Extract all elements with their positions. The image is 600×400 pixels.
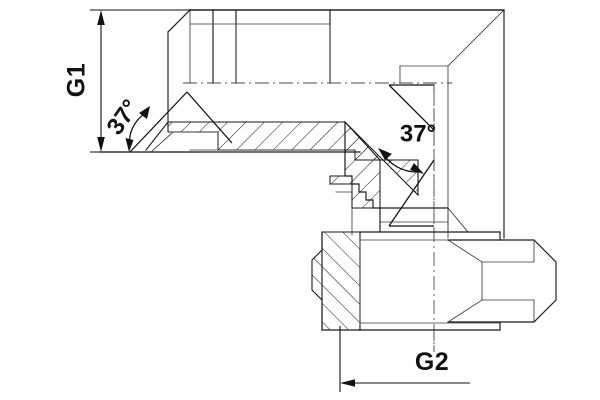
angle-left-leader-upper: [129, 91, 188, 153]
angle-right-arrow-left: [378, 148, 392, 160]
angle-right-leader-diagonal: [388, 84, 435, 131]
g1-arrow-top: [97, 10, 105, 25]
g2-arrow-left: [340, 379, 355, 387]
angle-left-label: 37°: [102, 95, 145, 140]
angle-left-arrow-bottom: [125, 138, 134, 152]
elbow-corner-outline: [329, 9, 505, 239]
angle-left-arrow-top: [139, 106, 150, 119]
vertical-wall-section-hatch: [311, 231, 361, 331]
vertical-port-body: [311, 120, 501, 331]
angle-right-label: 37°: [400, 120, 436, 147]
g2-dimension-group: G2: [339, 326, 470, 392]
g1-label: G1: [63, 63, 91, 97]
g1-arrow-bottom: [97, 137, 105, 152]
core-section-hatch: [329, 120, 381, 209]
g2-label: G2: [415, 348, 449, 376]
g1-dimension-group: G1: [63, 9, 200, 153]
hex-nut-outline: [447, 231, 557, 331]
angle-right-arrow-right: [410, 163, 424, 174]
angle-left-leader-lower: [186, 91, 233, 144]
horizontal-male-port-outline: [167, 9, 505, 123]
angle-right-group: 37°: [378, 84, 436, 230]
lower-port-opening: [321, 231, 361, 331]
angle-right-leader-lower: [388, 159, 435, 227]
